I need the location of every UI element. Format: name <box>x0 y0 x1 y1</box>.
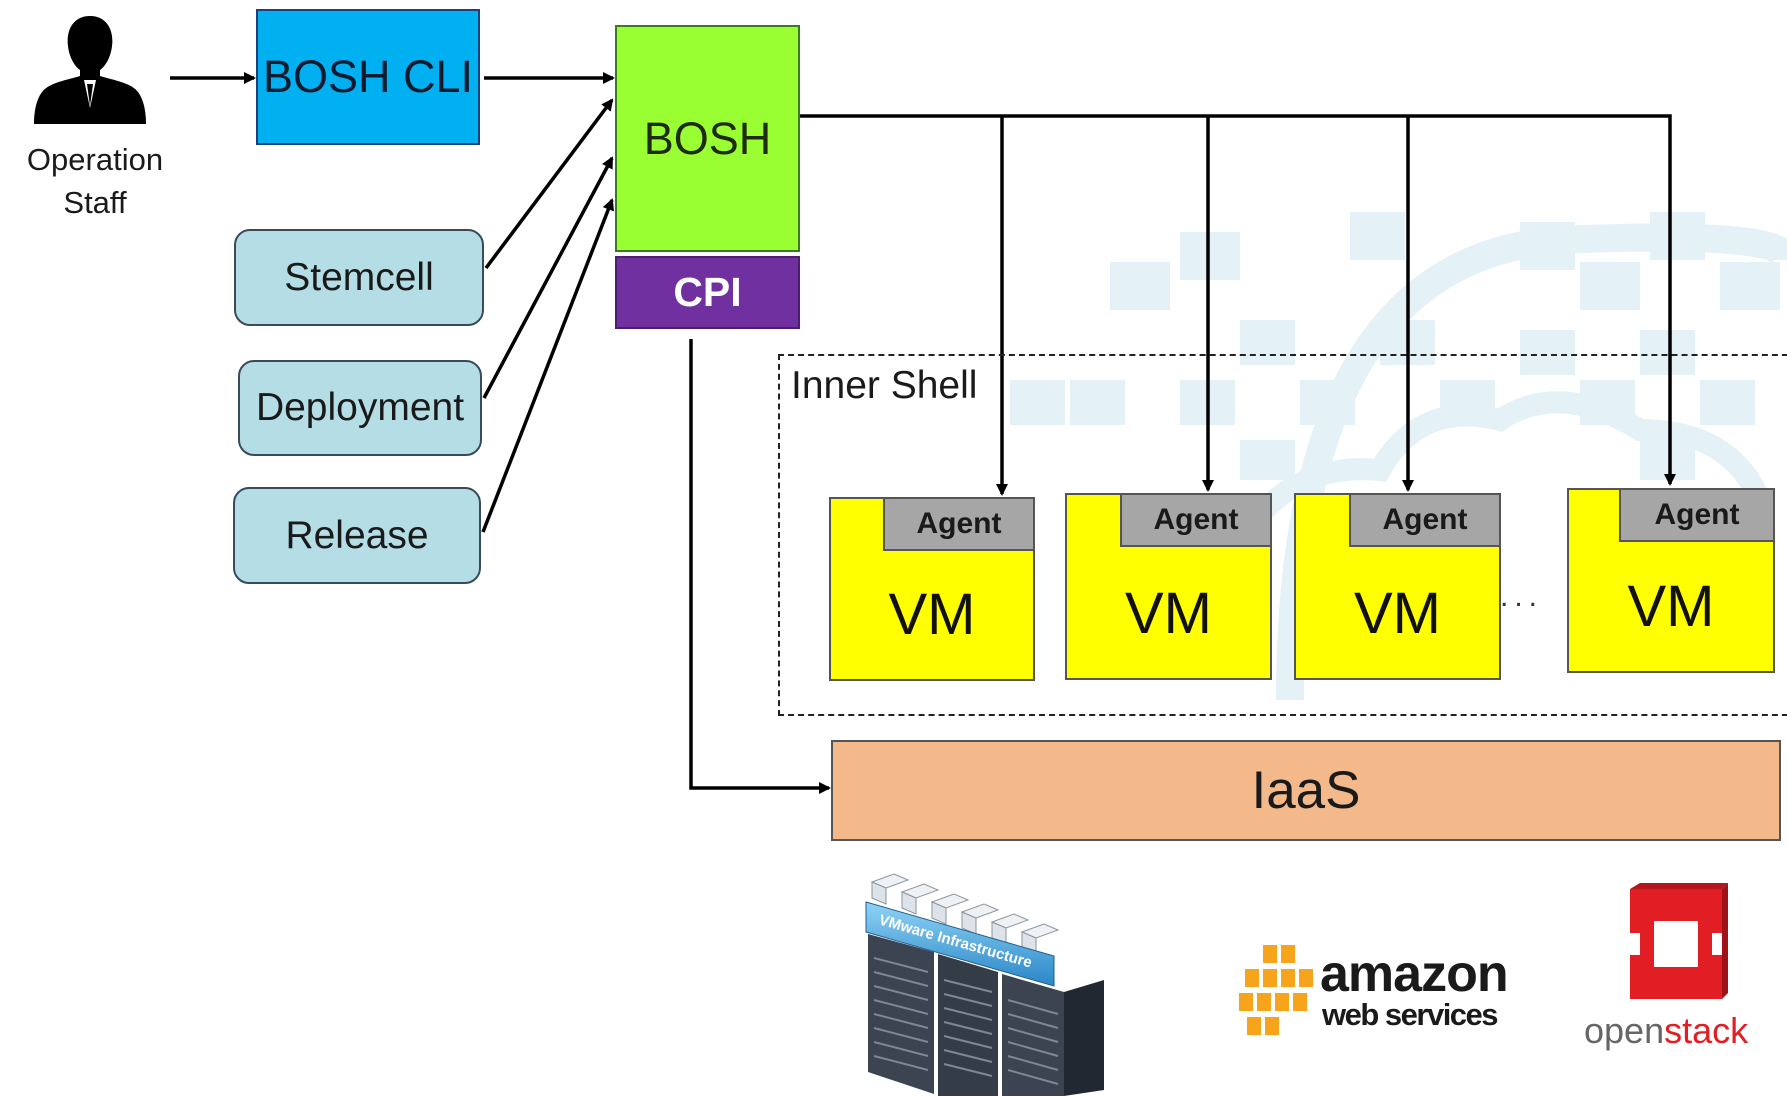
vm-label: VM <box>1354 580 1441 646</box>
vm-label: VM <box>1627 573 1715 639</box>
arrow-release-to-bosh <box>481 198 614 533</box>
inner-shell-boundary <box>778 354 1787 716</box>
amazon-web-services-logo: amazon web services <box>1236 940 1516 1050</box>
vm-box[interactable]: Agent VM <box>1567 488 1775 673</box>
openstack-logo: openstack <box>1580 883 1780 1063</box>
openstack-wordmark: openstack <box>1584 1011 1748 1051</box>
vm-box[interactable]: Agent VM <box>1294 493 1501 680</box>
aws-cubes-icon <box>1237 943 1315 1037</box>
arrow-cpi-to-iaas <box>689 339 831 794</box>
arrow-deployment-to-bosh <box>482 156 614 399</box>
openstack-cube-icon <box>1630 883 1728 999</box>
vmware-infrastructure-logo: VMware Infrastructure <box>865 873 1104 1096</box>
stemcell-box[interactable]: Stemcell <box>234 229 484 326</box>
openstack-open-text: open <box>1584 1010 1665 1051</box>
operation-staff-label: Operation Staff <box>26 142 164 220</box>
agent-box: Agent <box>1120 493 1272 547</box>
agent-box: Agent <box>1619 488 1775 542</box>
arrow-bosh-to-vm4 <box>800 114 1676 486</box>
bosh-box[interactable]: BOSH <box>615 25 800 252</box>
release-box[interactable]: Release <box>233 487 481 584</box>
arrow-stemcell-to-bosh <box>484 98 614 270</box>
vm-box[interactable]: Agent VM <box>829 497 1035 681</box>
vm-box[interactable]: Agent VM <box>1065 493 1272 680</box>
person-icon <box>34 16 146 124</box>
more-vms-ellipsis: ... <box>1500 580 1544 613</box>
vm-label: VM <box>888 581 976 647</box>
inner-shell-label: Inner Shell <box>791 364 978 407</box>
agent-box: Agent <box>883 497 1035 551</box>
agent-box: Agent <box>1349 493 1501 547</box>
bosh-cli-box[interactable]: BOSH CLI <box>256 9 480 145</box>
vm-label: VM <box>1125 580 1212 646</box>
amazon-wordmark: amazon <box>1320 945 1509 1003</box>
iaas-box[interactable]: IaaS <box>831 740 1781 841</box>
cpi-box[interactable]: CPI <box>615 256 800 329</box>
deployment-box[interactable]: Deployment <box>238 360 482 456</box>
openstack-stack-text: stack <box>1664 1010 1749 1051</box>
web-services-wordmark: web services <box>1322 997 1499 1032</box>
